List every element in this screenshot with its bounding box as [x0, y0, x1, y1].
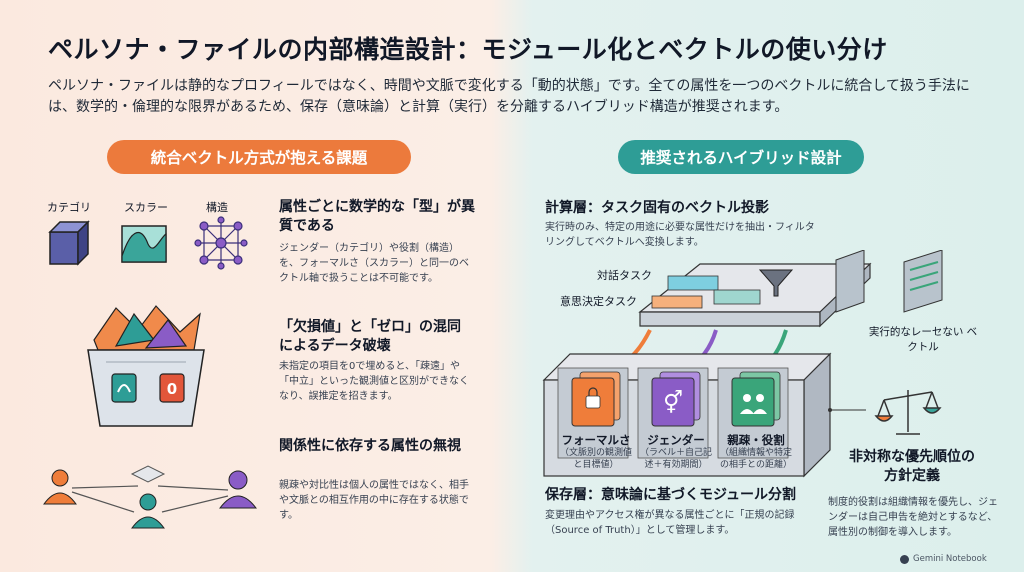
notebook-logo-icon — [900, 554, 909, 564]
type-icons-group — [48, 216, 248, 270]
issue-1-title: 属性ごとに数学的な「型」が異質である — [279, 199, 475, 234]
module-label-formality: フォーマルさ — [561, 433, 631, 447]
network-icon — [194, 216, 248, 270]
page-title: ペルソナ・ファイルの内部構造設計：モジュール化とベクトルの使い分け — [48, 35, 888, 64]
compute-layer-title: 計算層：タスク固有のベクトル投影 — [545, 200, 769, 216]
issue-2-title: 「欠損値」と「ゼロ」の混同によるデータ破壊 — [279, 319, 461, 354]
svg-text:0: 0 — [167, 380, 177, 398]
compute-layer-body: 実行時のみ、特定の用途に必要な属性だけを抽出・フィルタリングしてベクトルへ変換し… — [545, 222, 815, 248]
balance-scale-icon — [874, 390, 942, 435]
type-label-category: カテゴリ — [47, 201, 91, 214]
hybrid-architecture-diagram: ⚥ — [542, 250, 943, 478]
issue-3-title: 関係性に依存する属性の無視 — [279, 438, 461, 454]
vector-card-1 — [835, 250, 865, 313]
issue-1-body: ジェンダー（カテゴリ）や役割（構造）を、フォーマルさ（スカラー）と同一のベクトル… — [279, 243, 469, 284]
footer-logo-text: Gemini Notebook — [913, 554, 987, 564]
issue-2-body: 未指定の項目を0で埋めると、「疎遠」や「中立」といった観測値と区別ができなくなり… — [279, 361, 469, 402]
svg-text:⚥: ⚥ — [663, 389, 683, 416]
module-label-gender: ジェンダー — [647, 433, 705, 447]
person-orange-icon — [43, 469, 77, 505]
lead-paragraph: ペルソナ・ファイルは静的なプロフィールではなく、時間や文脈で変化する「動的状態」… — [48, 78, 970, 115]
module-sub-role: （組織情報や特定の相手との距離） — [719, 448, 792, 470]
priority-body: 制度的役割は組織情報を優先し、ジェンダーは自己申告を絶対とするなど、属性別の制御… — [828, 497, 998, 538]
data-bin-illustration: 0 — [87, 305, 205, 427]
cube-icon — [48, 220, 90, 266]
module-sub-formality: （文脈別の観測値と目標値） — [559, 448, 632, 470]
relationship-illustration — [43, 465, 258, 529]
priority-title: 非対称な優先順位の方針定義 — [849, 449, 975, 484]
module-card-role — [731, 371, 781, 427]
module-card-formality — [571, 371, 621, 427]
footer-logo: Gemini Notebook — [900, 554, 987, 564]
vector-label: 実行的なレーセない ベクトル — [868, 326, 978, 353]
module-sub-gender: （ラベル＋自己記述＋有効期間） — [639, 448, 712, 470]
type-label-scalar: スカラー — [124, 201, 168, 214]
storage-layer-body: 変更理由やアクセス権が異なる属性ごとに「正規の記録（Source of Trut… — [545, 510, 795, 536]
wave-chart-icon — [121, 225, 167, 263]
vector-card-2 — [903, 250, 943, 313]
module-card-gender: ⚥ — [651, 371, 701, 427]
issue-3-body: 親疎や対比性は個人の属性ではなく、相手や文脈との相互作用の中に存在する状態です。 — [279, 480, 469, 521]
task-label-decision: 意思決定タスク — [560, 295, 637, 308]
task-label-dialog: 対話タスク — [597, 269, 652, 282]
filter-funnel-icon — [758, 269, 794, 297]
left-section-heading: 統合ベクトル方式が抱える課題 — [107, 140, 411, 174]
right-section-heading: 推奨されるハイブリッド設計 — [618, 140, 864, 174]
module-label-role: 親疎・役割 — [727, 433, 785, 447]
person-teal-icon — [131, 493, 165, 529]
storage-layer-title: 保存層：意味論に基づくモジュール分割 — [545, 487, 797, 503]
type-label-structure: 構造 — [206, 201, 228, 214]
person-purple-icon — [218, 470, 258, 509]
